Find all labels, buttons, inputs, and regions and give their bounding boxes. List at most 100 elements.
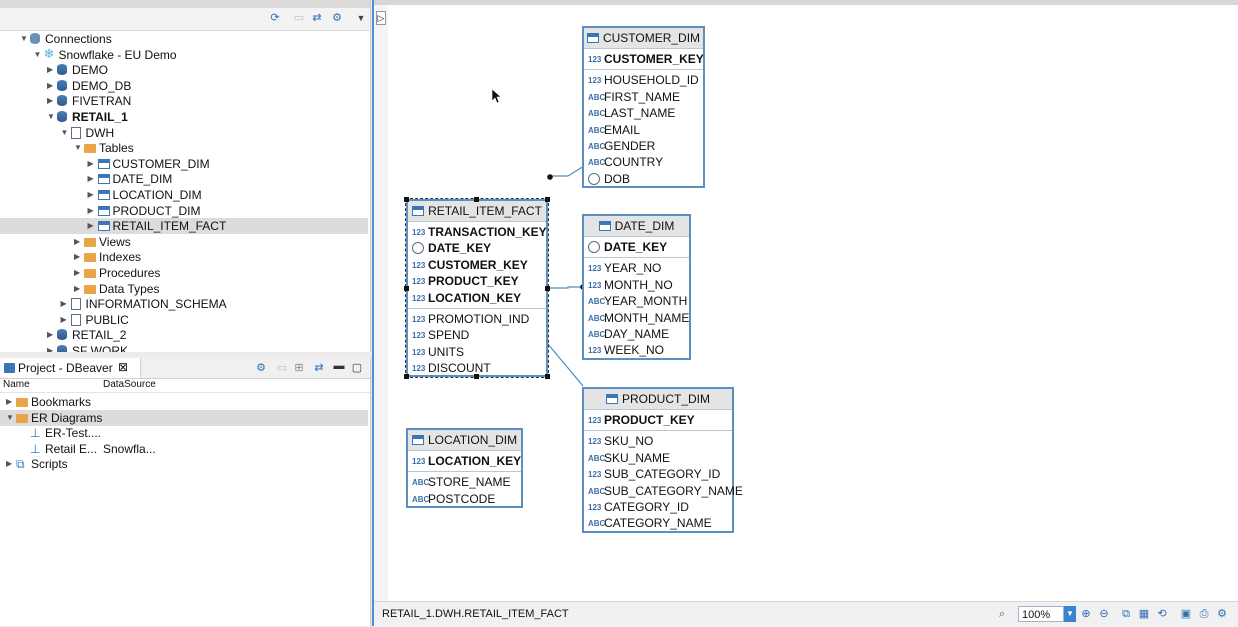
chevron-right-icon[interactable]: ▶ [6,459,13,469]
refresh-icon[interactable]: ⟲ [1157,608,1167,620]
link-editor-icon[interactable]: ⇄ [312,12,322,24]
tree-item[interactable]: ▼DWH [0,125,368,141]
tree-item[interactable]: ▶Views [0,234,368,250]
chevron-right-icon[interactable]: ▶ [87,190,94,199]
collapse-icon[interactable]: ▭ [276,362,288,374]
selection-handle[interactable] [545,374,550,379]
tab-project-dbeaver[interactable]: Project - DBeaver ⊠ [0,358,141,378]
chevron-right-icon[interactable]: ▶ [47,346,54,352]
chevron-right-icon[interactable]: ▶ [47,330,54,340]
refresh-icon[interactable]: ⟳ [270,12,280,24]
tree-item[interactable]: ▶Indexes [0,249,368,265]
link-editor-icon[interactable]: ⇄ [314,362,324,374]
chevron-right-icon[interactable]: ▶ [47,96,54,106]
entity-field[interactable]: ABCSTORE_NAME [408,474,521,490]
entity-field[interactable]: ABCPOSTCODE [408,491,521,507]
chevron-down-icon[interactable]: ▼ [20,34,28,43]
entity-field[interactable]: DATE_KEY [408,240,546,256]
entity-field[interactable]: ABCCOUNTRY [584,154,703,170]
tree-item[interactable]: ▶LOCATION_DIM [0,187,368,203]
entity-field[interactable]: ABCFIRST_NAME [584,89,703,105]
zoom-out-icon[interactable]: ⊖ [1099,608,1109,620]
entity-field[interactable]: ABCDAY_NAME [584,326,689,342]
entity-field[interactable]: ABCSKU_NAME [584,450,732,466]
tree-item[interactable]: ▶DEMO_DB [0,78,368,94]
selection-handle[interactable] [404,197,409,202]
selection-handle[interactable] [545,286,550,291]
print-icon[interactable]: ⎙ [1199,608,1209,620]
export-image-icon[interactable]: ▣ [1180,608,1192,620]
tree-item[interactable]: ▶INFORMATION_SCHEMA [0,296,368,312]
chevron-right-icon[interactable]: ▶ [6,397,13,406]
selection-handle[interactable] [474,197,479,202]
chevron-right-icon[interactable]: ▶ [47,80,54,90]
maximize-icon[interactable]: ▢ [351,362,363,374]
chevron-right-icon[interactable]: ▶ [87,174,94,184]
tree-item[interactable]: ⊥ER-Test.... [0,425,368,441]
tree-item[interactable]: ▶Procedures [0,265,368,281]
selection-handle[interactable] [474,374,479,379]
tree-item[interactable]: ▶RETAIL_2 [0,327,368,343]
chevron-right-icon[interactable]: ▶ [87,158,94,168]
tree-item[interactable]: ▼❄Snowflake - EU Demo [0,47,368,63]
chevron-right-icon[interactable]: ▶ [74,236,81,246]
chevron-down-icon[interactable]: ▼ [60,127,69,137]
chevron-down-icon[interactable]: ▼ [6,412,14,422]
tree-item[interactable]: ▶DEMO [0,62,368,78]
chevron-down-icon[interactable]: ▼ [74,143,82,153]
entity-field[interactable]: ABCEMAIL [584,122,703,138]
entity-field[interactable]: ABCGENDER [584,138,703,154]
view-menu-icon[interactable]: ▼ [356,13,366,23]
collapse-icon[interactable]: ▭ [293,12,305,24]
entity-field[interactable]: DATE_KEY [584,239,689,255]
tree-item[interactable]: ▼Connections [0,31,368,47]
entity-field[interactable]: ABCMONTH_NAME [584,310,689,326]
tree-item[interactable]: ▼RETAIL_1 [0,109,368,125]
selection-handle[interactable] [404,286,409,291]
gear-icon[interactable]: ⚙ [256,362,266,374]
entity-field[interactable]: DOB [584,171,703,187]
expand-icon[interactable]: ⊞ [294,362,304,374]
search-icon[interactable]: ⌕ [998,608,1006,620]
tree-item[interactable]: ▶CUSTOMER_DIM [0,156,368,172]
zoom-in-icon[interactable]: ⊕ [1081,608,1091,620]
chevron-down-icon[interactable]: ▼ [33,49,42,59]
chevron-right-icon[interactable]: ▶ [87,221,94,231]
tree-item[interactable]: ▶PUBLIC [0,312,368,328]
tree-item[interactable]: ▶DATE_DIM [0,171,368,187]
chevron-right-icon[interactable]: ▶ [60,314,67,324]
minimize-icon[interactable]: ▬ [333,360,345,372]
entity-field[interactable]: ABCLAST_NAME [584,105,703,121]
chevron-right-icon[interactable]: ▶ [74,252,81,262]
selection-handle[interactable] [545,197,550,202]
tree-item[interactable]: ▶⧉Scripts [0,456,368,472]
gear-icon[interactable]: ⚙ [332,12,342,24]
chevron-right-icon[interactable]: ▶ [47,65,54,75]
tree-item[interactable]: ▼Tables [0,140,368,156]
tree-item[interactable]: ⊥Retail E...Snowfla... [0,441,368,457]
entity-field[interactable]: ABCSUB_CATEGORY_NAME [584,483,743,499]
column-datasource[interactable]: DataSource [103,379,156,390]
selection-handle[interactable] [404,374,409,379]
